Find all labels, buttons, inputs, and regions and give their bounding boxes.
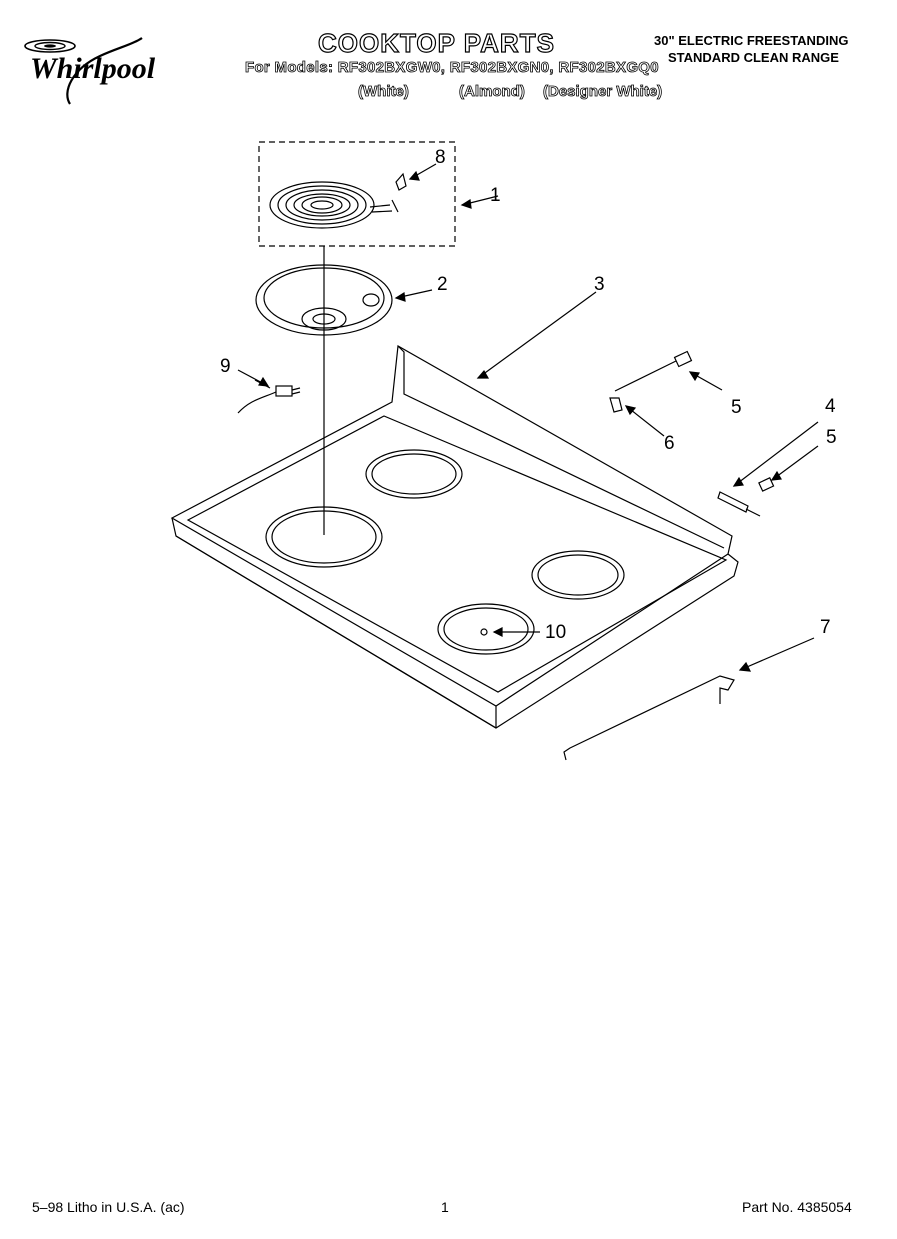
model-numbers: For Models: RF302BXGW0, RF302BXGN0, RF30… xyxy=(245,59,659,77)
terminal-block xyxy=(395,172,407,191)
callout-1: 1 xyxy=(490,185,501,206)
bracket xyxy=(717,491,761,517)
footer-part-number: Part No. 4385054 xyxy=(742,1199,852,1215)
footer-print-info: 5–98 Litho in U.S.A. (ac) xyxy=(32,1199,185,1215)
product-description-line1: 30" ELECTRIC FREESTANDING xyxy=(654,33,849,48)
screw-upper xyxy=(614,350,693,392)
svg-text:Whirlpool: Whirlpool xyxy=(30,52,156,85)
callout-8: 8 xyxy=(435,147,446,168)
callout-10: 10 xyxy=(545,622,566,643)
wire-connector xyxy=(237,379,301,414)
whirlpool-logo: Whirlpool xyxy=(24,37,156,105)
clip xyxy=(609,397,623,413)
screw-lower xyxy=(758,477,775,492)
callout-4: 4 xyxy=(825,396,836,417)
surface-element xyxy=(269,181,399,229)
variant-almond: (Almond) xyxy=(459,83,526,101)
product-description-line2: STANDARD CLEAN RANGE xyxy=(668,50,839,65)
callout-9: 9 xyxy=(220,356,231,377)
callout-6: 6 xyxy=(664,433,675,454)
callout-5-lower: 5 xyxy=(826,427,837,448)
page-title: COOKTOP PARTS xyxy=(317,27,555,58)
callout-2: 2 xyxy=(437,274,448,295)
support-rod xyxy=(563,675,735,761)
variant-white: (White) xyxy=(358,83,410,101)
cooktop xyxy=(170,345,739,729)
callout-leaders xyxy=(237,163,819,672)
callout-3: 3 xyxy=(594,274,605,295)
callout-7: 7 xyxy=(820,617,831,638)
footer-page-number: 1 xyxy=(441,1199,449,1215)
callout-5-upper: 5 xyxy=(731,397,742,418)
variant-designer-white: (Designer White) xyxy=(543,83,663,101)
